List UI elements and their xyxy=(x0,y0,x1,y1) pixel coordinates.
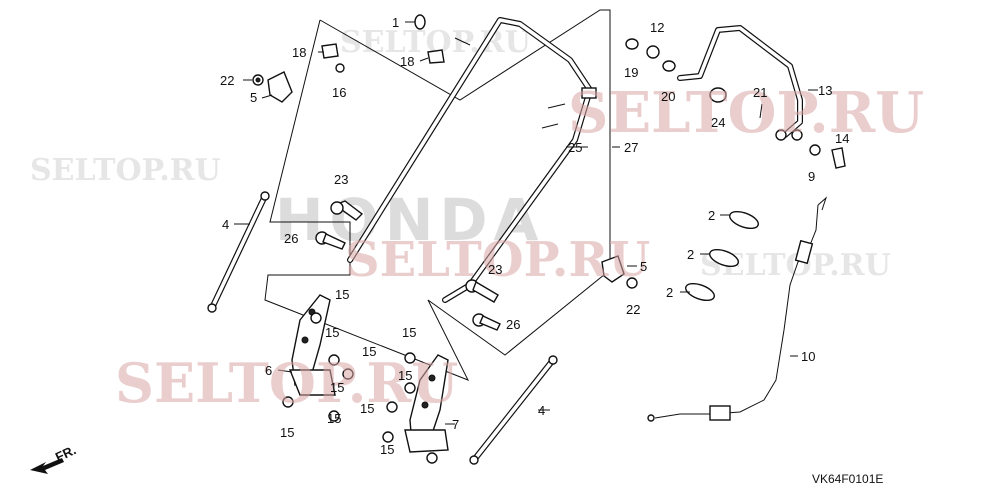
callout-15: 15 xyxy=(380,442,394,457)
watermark-faint-left: SELTOP.RU xyxy=(30,153,221,188)
callout-10: 10 xyxy=(801,349,815,364)
lower-handle-left xyxy=(207,191,270,313)
callout-14: 14 xyxy=(835,131,849,146)
callout-26: 26 xyxy=(284,231,298,246)
callout-12: 12 xyxy=(650,20,664,35)
callout-15: 15 xyxy=(402,325,416,340)
hardware-right xyxy=(465,38,846,331)
callout-15: 15 xyxy=(362,344,376,359)
handle-pipe-frame xyxy=(264,9,611,381)
callout-2: 2 xyxy=(708,208,715,223)
callout-23: 23 xyxy=(488,262,502,277)
callout-2: 2 xyxy=(666,285,673,300)
callout-24: 24 xyxy=(711,115,725,130)
callout-2: 2 xyxy=(687,247,694,262)
callout-18: 18 xyxy=(400,54,414,69)
callout-15: 15 xyxy=(327,411,341,426)
leader-lines xyxy=(234,21,818,425)
callout-19: 19 xyxy=(624,65,638,80)
control-cable xyxy=(647,196,828,422)
callout-22: 22 xyxy=(220,73,234,88)
knob-right xyxy=(601,255,625,283)
callout-6: 6 xyxy=(265,363,272,378)
callout-1: 1 xyxy=(392,15,399,30)
upper-handle-pipe xyxy=(347,17,597,303)
callout-15: 15 xyxy=(325,325,339,340)
watermark-top: SELTOP.RU xyxy=(568,80,924,146)
hardware-left xyxy=(252,14,445,464)
front-direction-indicator: FR. xyxy=(30,442,78,474)
callout-21: 21 xyxy=(753,85,767,100)
callout-15: 15 xyxy=(398,368,412,383)
pipe-clip-bracket xyxy=(581,87,597,99)
knob-left xyxy=(267,71,293,103)
control-bar xyxy=(677,25,803,141)
diagram-code: VK64F0101E xyxy=(812,472,883,486)
callout-16: 16 xyxy=(332,85,346,100)
callout-18: 18 xyxy=(292,45,306,60)
callout-27: 27 xyxy=(624,140,638,155)
front-arrow-icon xyxy=(30,458,64,474)
callout-4: 4 xyxy=(222,217,229,232)
callout-5: 5 xyxy=(250,90,257,105)
right-bracket xyxy=(404,354,449,453)
callout-15: 15 xyxy=(280,425,294,440)
watermark-middle: SELTOP.RU xyxy=(345,232,650,288)
callout-13: 13 xyxy=(818,83,832,98)
callout-26: 26 xyxy=(506,317,520,332)
callout-7: 7 xyxy=(452,417,459,432)
callout-15: 15 xyxy=(360,401,374,416)
callout-labels: 1 18 18 16 22 5 4 23 26 15 15 15 6 15 15… xyxy=(220,15,849,457)
callout-22: 22 xyxy=(626,302,640,317)
callout-25: 25 xyxy=(568,140,582,155)
direction-label: FR. xyxy=(53,442,78,464)
callout-20: 20 xyxy=(661,89,675,104)
cable-clips xyxy=(685,210,759,302)
callout-4: 4 xyxy=(538,403,545,418)
callout-15: 15 xyxy=(330,380,344,395)
callout-23: 23 xyxy=(334,172,348,187)
callout-9: 9 xyxy=(808,169,815,184)
callout-15: 15 xyxy=(335,287,349,302)
lower-handle-right xyxy=(469,355,558,465)
watermark-bottom: SELTOP.RU xyxy=(115,351,458,415)
callout-5: 5 xyxy=(640,259,647,274)
